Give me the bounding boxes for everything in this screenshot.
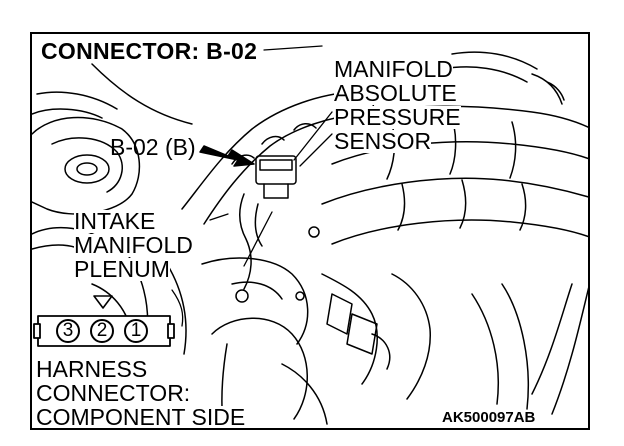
figure-code: AK500097AB — [442, 409, 536, 426]
map-sensor — [239, 155, 297, 290]
pin-2: 2 — [90, 319, 114, 343]
harness-label-line-1: HARNESS — [36, 356, 148, 382]
diagram-frame: CONNECTOR: B-02 MANIFOLD ABSOLUTE PRESSU… — [30, 32, 590, 430]
arrow-icon — [199, 145, 255, 167]
pin-3: 3 — [56, 319, 80, 343]
harness-label-line-2: CONNECTOR: — [36, 380, 191, 406]
pin-1: 1 — [124, 319, 148, 343]
sensor-label-line-3: PRESSURE — [334, 104, 461, 130]
connector-title: CONNECTOR: B-02 — [38, 40, 261, 63]
connector-callout: B-02 (B) — [110, 134, 196, 160]
plenum-area — [91, 226, 431, 428]
intake-label-line-2: MANIFOLD — [74, 232, 193, 258]
leader-lines — [171, 45, 333, 327]
intake-label-line-3: PLENUM — [74, 256, 170, 282]
intake-hose — [181, 91, 374, 225]
sensor-label-line-2: ABSOLUTE — [334, 80, 457, 106]
triangle-key-icon — [93, 295, 113, 309]
sensor-label-line-1: MANIFOLD — [334, 56, 453, 82]
intake-label-line-1: INTAKE — [74, 208, 156, 234]
sensor-label-line-4: SENSOR — [334, 128, 432, 154]
harness-label-line-3: COMPONENT SIDE — [36, 404, 246, 430]
